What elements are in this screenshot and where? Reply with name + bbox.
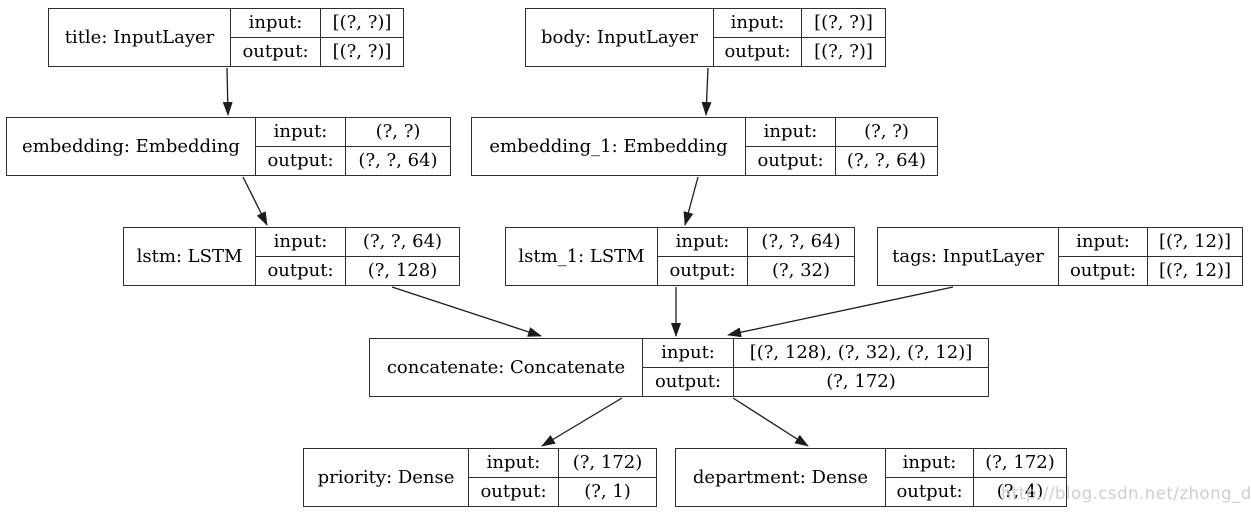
output-shape: (?, ?, 64) — [846, 150, 927, 171]
input-label: input: — [256, 118, 346, 146]
layer-node-title: title: InputLayer input: [(?, ?)] output… — [48, 8, 404, 67]
layer-node-lstm: lstm: LSTM input: (?, ?, 64) output: (?,… — [123, 227, 460, 286]
layer-node-department: department: Dense input: (?, 172) output… — [675, 448, 1067, 507]
input-shape: (?, 172) — [572, 452, 643, 473]
layer-name: title: InputLayer — [49, 9, 231, 66]
output-shape: (?, 172) — [826, 371, 896, 392]
input-label: input: — [1059, 228, 1148, 256]
input-label: input: — [658, 228, 748, 256]
output-shape: [(?, ?)] — [814, 41, 873, 62]
output-label: output: — [231, 38, 321, 66]
layer-name: embedding: Embedding — [7, 118, 256, 175]
layer-name: concatenate: Concatenate — [370, 339, 643, 396]
edge-lstm-concatenate — [391, 286, 542, 337]
output-shape: (?, ?, 64) — [358, 150, 438, 171]
output-label: output: — [714, 38, 802, 66]
edge-tags-concatenate — [727, 286, 954, 338]
output-label: output: — [643, 368, 734, 396]
layer-node-embedding_1: embedding_1: Embedding input: (?, ?) out… — [471, 117, 938, 176]
input-label: input: — [256, 228, 346, 256]
edge-concatenate-priority — [541, 397, 623, 447]
input-label: input: — [469, 449, 559, 477]
input-shape: (?, 172) — [985, 452, 1055, 473]
input-shape: [(?, ?)] — [814, 12, 873, 33]
layer-name: tags: InputLayer — [878, 228, 1059, 285]
layer-node-lstm_1: lstm_1: LSTM input: (?, ?, 64) output: (… — [505, 227, 855, 286]
layer-node-tags: tags: InputLayer input: [(?, 12)] output… — [877, 227, 1243, 286]
input-label: input: — [714, 9, 802, 37]
edge-embedding-lstm — [242, 176, 268, 226]
input-label: input: — [746, 118, 836, 146]
input-shape: [(?, 12)] — [1158, 231, 1232, 252]
input-shape: [(?, ?)] — [332, 12, 392, 33]
input-shape: (?, ?) — [375, 121, 421, 142]
output-shape: (?, 32) — [771, 260, 831, 281]
edge-title-embedding — [222, 67, 233, 116]
edge-body-embedding_1 — [701, 67, 712, 116]
layer-name: body: InputLayer — [526, 9, 714, 66]
output-shape: [(?, 12)] — [1158, 260, 1232, 281]
output-label: output: — [746, 147, 836, 175]
layer-name: priority: Dense — [304, 449, 469, 506]
input-label: input: — [886, 449, 974, 477]
output-shape: (?, 1) — [584, 481, 631, 502]
layer-name: lstm: LSTM — [124, 228, 256, 285]
layer-name: embedding_1: Embedding — [472, 118, 746, 175]
layer-node-priority: priority: Dense input: (?, 172) output: … — [303, 448, 657, 507]
output-label: output: — [469, 478, 559, 506]
input-label: input: — [231, 9, 321, 37]
layer-name: lstm_1: LSTM — [506, 228, 658, 285]
output-label: output: — [256, 147, 346, 175]
layer-node-body: body: InputLayer input: [(?, ?)] output:… — [525, 8, 886, 67]
input-shape: (?, ?, 64) — [761, 231, 841, 252]
output-shape: (?, 128) — [367, 260, 438, 281]
input-label: input: — [643, 339, 734, 367]
output-shape: (?, 4) — [996, 481, 1044, 502]
input-shape: [(?, 128), (?, 32), (?, 12)] — [749, 342, 973, 363]
edge-concatenate-department — [732, 397, 809, 447]
output-label: output: — [1059, 257, 1148, 285]
input-shape: (?, ?, 64) — [362, 231, 443, 252]
output-label: output: — [886, 478, 974, 506]
output-label: output: — [658, 257, 748, 285]
layer-node-concatenate: concatenate: Concatenate input: [(?, 128… — [369, 338, 989, 397]
layer-node-embedding: embedding: Embedding input: (?, ?) outpu… — [6, 117, 451, 176]
output-shape: [(?, ?)] — [332, 41, 392, 62]
edge-embedding_1-lstm_1 — [683, 176, 699, 226]
input-shape: (?, ?) — [864, 121, 909, 142]
layer-name: department: Dense — [676, 449, 886, 506]
csdn-watermark: http://blog.csdn.net/zhong_ddbb — [1001, 484, 1251, 503]
output-label: output: — [256, 257, 346, 285]
